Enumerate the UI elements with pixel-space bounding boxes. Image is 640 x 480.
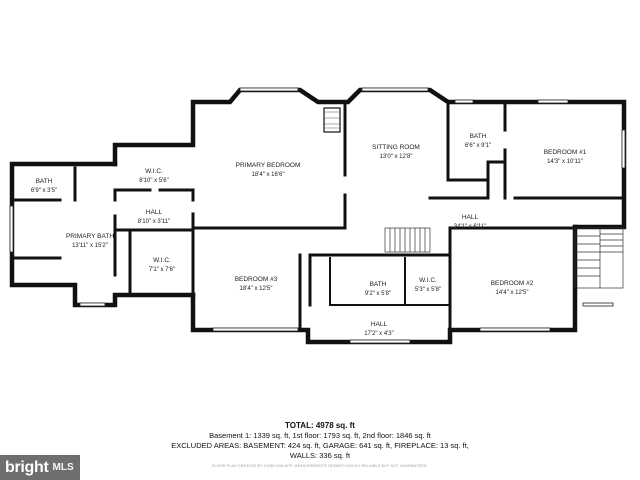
room-dims-bath-left: 6'9" x 3'5" (31, 188, 57, 194)
room-name-sitting-room: SITTING ROOM (372, 144, 420, 151)
room-dims-primary-bath: 13'11" x 15'2" (72, 243, 108, 249)
room-name-bedroom-2: BEDROOM #2 (491, 280, 534, 287)
room-name-wic-lower: W.I.C. (153, 257, 171, 264)
excluded-areas: EXCLUDED AREAS: BASEMENT: 424 sq. ft, GA… (171, 441, 469, 450)
room-name-primary-bath: PRIMARY BATH (66, 233, 114, 240)
room-name-bath-upper: BATH (470, 133, 487, 140)
room-dims-wic-lower: 7'1" x 7'6" (149, 267, 175, 273)
bright-mls-logo: bright MLS (0, 455, 80, 480)
area-summary: TOTAL: 4978 sq. ft Basement 1: 1339 sq. … (0, 420, 640, 468)
brand-suffix: MLS (52, 462, 74, 473)
room-name-bath-center: BATH (370, 281, 387, 288)
room-name-wic-top: W.I.C. (145, 168, 163, 175)
floorplan-credit: FLOOR PLAN CREATED BY CUBICASA APP. MEAS… (212, 464, 428, 468)
room-name-hall-bottom: HALL (371, 321, 388, 328)
room-name-bedroom-1: BEDROOM #1 (544, 149, 587, 156)
room-dims-hall-bottom: 17'2" x 4'3" (364, 331, 394, 337)
room-name-bedroom-3: BEDROOM #3 (235, 276, 278, 283)
room-dims-hall-main: 34'1" x 6'11" (454, 224, 486, 230)
room-name-hall-left: HALL (146, 209, 163, 216)
windows (9, 87, 626, 344)
fireplace (323, 107, 341, 133)
staircase-center (384, 227, 431, 253)
room-dims-bath-upper: 6'6" x 9'1" (465, 143, 491, 149)
room-dims-bedroom-1: 14'3" x 10'11" (547, 159, 583, 165)
walls-area: WALLS: 336 sq. ft (289, 451, 351, 460)
room-dims-wic-center: 5'3" x 5'8" (415, 287, 441, 293)
room-name-bath-left: BATH (36, 178, 53, 185)
total-area: TOTAL: 4978 sq. ft (285, 421, 355, 430)
room-dims-bedroom-3: 18'4" x 12'5" (240, 286, 273, 292)
brand-name: bright (5, 458, 49, 476)
room-name-primary-bedroom: PRIMARY BEDROOM (236, 162, 301, 169)
room-dims-bedroom-2: 14'4" x 12'5" (496, 290, 529, 296)
floor-plan: PRIMARY BEDROOM 18'4" x 16'6" SITTING RO… (9, 87, 627, 345)
staircase-right (574, 227, 624, 289)
room-name-hall-main: HALL (462, 214, 479, 221)
room-dims-sitting-room: 13'0" x 12'8" (380, 154, 413, 160)
room-dims-wic-top: 8'10" x 5'6" (139, 178, 169, 184)
room-labels: PRIMARY BEDROOM 18'4" x 16'6" SITTING RO… (31, 133, 587, 337)
room-name-wic-center: W.I.C. (419, 277, 437, 284)
room-dims-primary-bedroom: 18'4" x 16'6" (252, 172, 285, 178)
room-dims-hall-left: 8'10" x 3'11" (138, 219, 170, 225)
inner-walls (10, 100, 626, 332)
room-dims-bath-center: 9'2" x 5'8" (365, 291, 391, 297)
floor-breakdown: Basement 1: 1339 sq. ft, 1st floor: 1793… (209, 431, 431, 440)
